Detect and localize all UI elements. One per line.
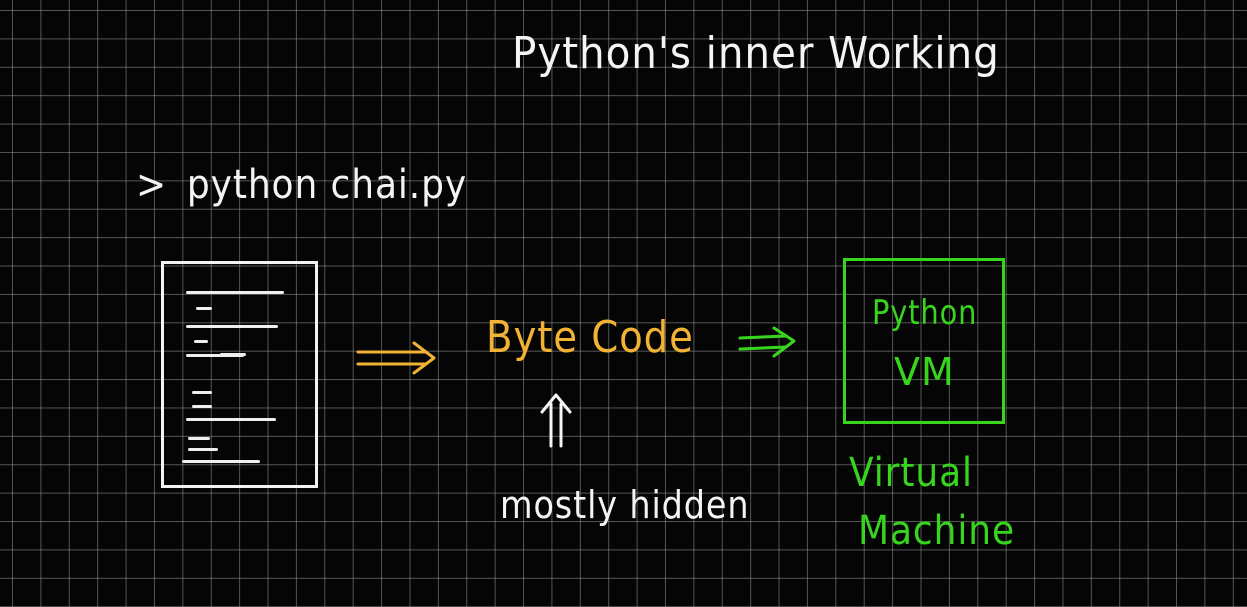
code-line [186,354,244,357]
python-vm-box [843,258,1005,424]
code-line [192,391,212,394]
double-arrow-icon [356,341,436,375]
terminal-command: > python chai.py [136,162,467,208]
command-text: python chai.py [186,162,468,208]
code-line [196,307,212,310]
code-line [186,325,278,328]
vm-box-label-vm: VM [894,350,955,394]
code-line [188,448,218,451]
mostly-hidden-label: mostly hidden [500,483,750,527]
prompt-symbol: > [136,162,168,208]
bytecode-label: Byte Code [486,312,694,363]
double-up-arrow-icon [540,393,572,448]
code-line [186,418,276,421]
vm-box-label-python: Python [872,293,978,333]
vm-caption-machine: Machine [858,508,1016,554]
code-line [182,460,260,463]
code-line [194,340,208,343]
double-arrow-icon [738,326,796,358]
code-line [188,437,210,440]
vm-caption-virtual: Virtual [849,450,973,496]
code-line [186,291,284,294]
code-line [220,353,246,356]
diagram-title: Python's inner Working [512,28,1000,79]
code-line [192,405,212,408]
source-file-document [161,261,318,488]
